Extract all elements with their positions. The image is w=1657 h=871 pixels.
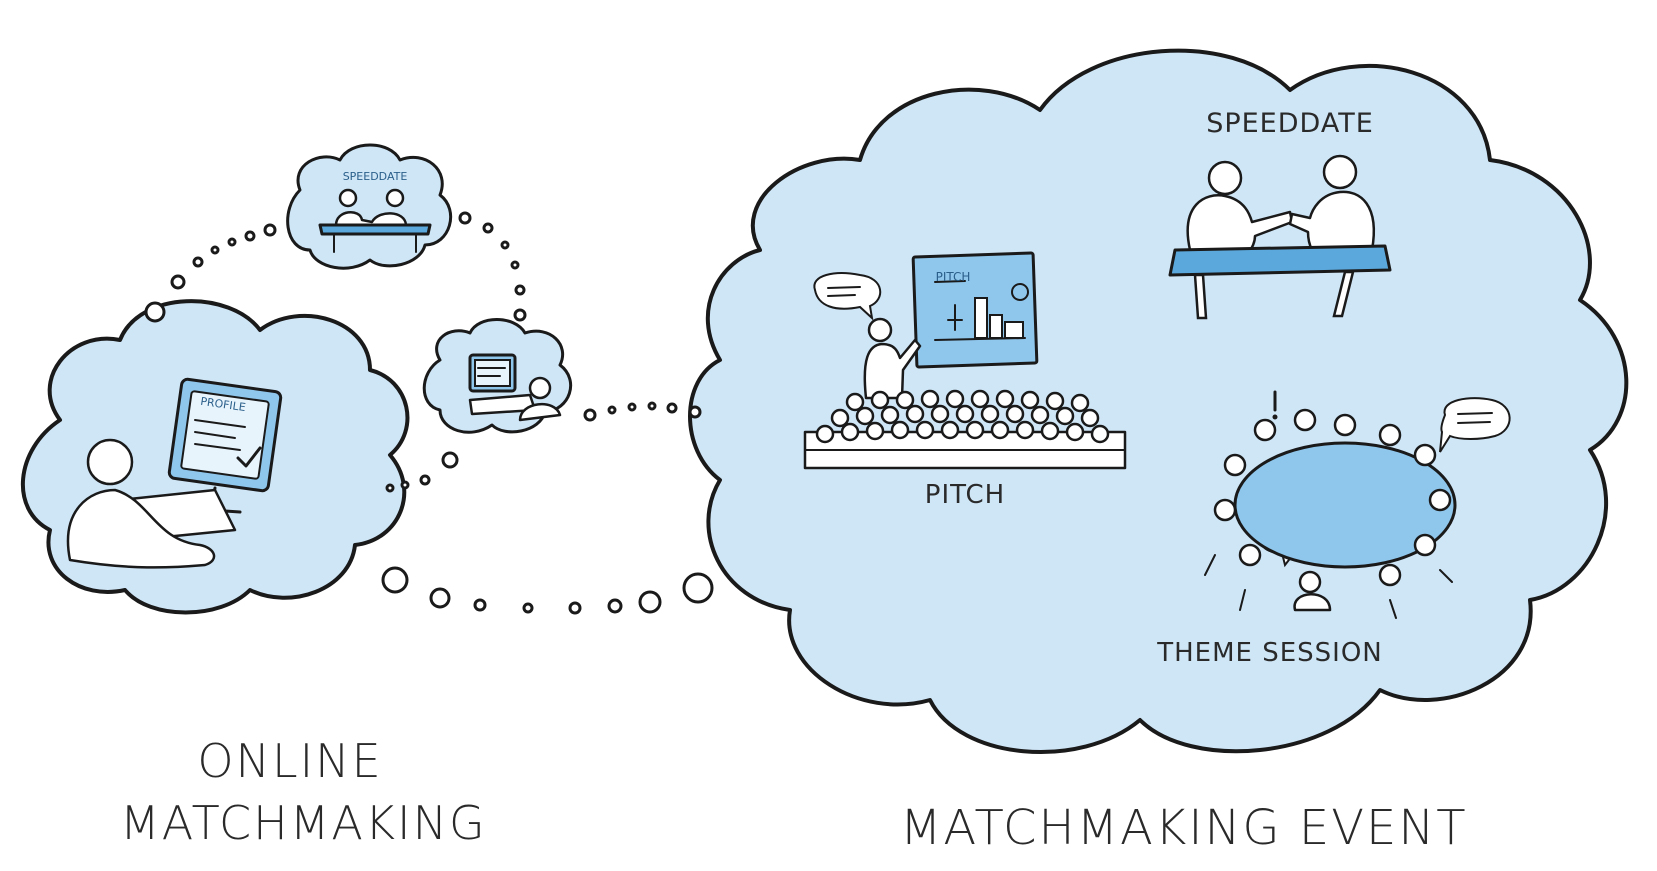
thought-dots [144, 211, 714, 615]
round-table-meeting-icon [1204, 390, 1511, 619]
online-label-line-1: ONLINE [197, 734, 383, 788]
small-speeddate-cloud [286, 143, 453, 270]
handshake-table-icon [1168, 154, 1392, 320]
laptop-user-icon [468, 353, 562, 422]
theme-session-label: THEME SESSION [1157, 638, 1383, 668]
audience-mid-row [830, 404, 1100, 428]
pitch-label: PITCH [924, 480, 1006, 510]
speeddate-thought-icon [318, 188, 432, 253]
screen-pitch-label: PITCH [935, 270, 971, 284]
audience-front-row [815, 420, 1110, 444]
meeting-attendees [1213, 408, 1452, 612]
online-matchmaking-label: ONLINE MATCHMAKING [120, 730, 487, 854]
online-label-line-2: MATCHMAKING [120, 796, 487, 850]
speeddate-label: SPEEDDATE [1206, 108, 1374, 139]
person-at-computer-icon [66, 377, 283, 569]
audience-back-row [845, 389, 1090, 413]
matchmaking-event-label: MATCHMAKING EVENT [900, 800, 1468, 856]
small-speeddate-label: SPEEDDATE [342, 170, 408, 183]
presenter-audience-icon [803, 251, 1127, 470]
